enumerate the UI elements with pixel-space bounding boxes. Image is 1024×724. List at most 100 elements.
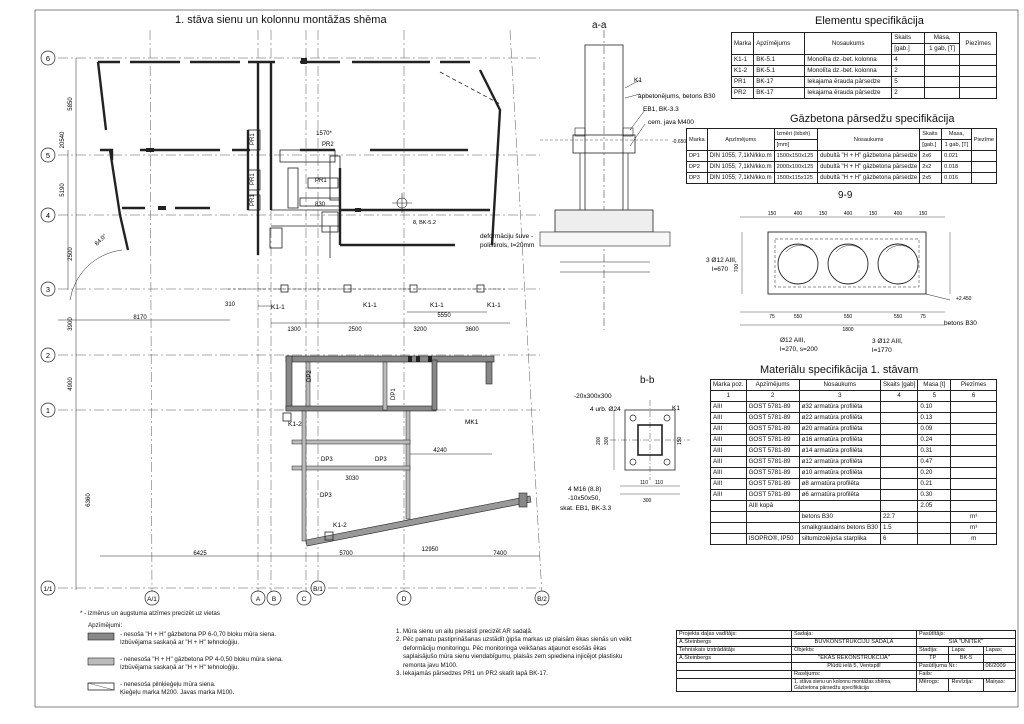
bb-bolts: 4 M16 (8.8) bbox=[568, 486, 601, 493]
col-axis-labels: A/1 A B C B/1 D B/2 bbox=[147, 586, 547, 603]
cell: 0.47 bbox=[917, 456, 952, 468]
cell: 5 bbox=[917, 390, 952, 402]
cell bbox=[950, 423, 997, 435]
cell: dubultā "H + H" gāzbetona pārsedze bbox=[817, 161, 921, 173]
cell: 2000x100x125 bbox=[773, 161, 819, 173]
cell: GOST 5781-89 bbox=[745, 423, 800, 435]
cell bbox=[710, 511, 747, 523]
lintel-labels: DP3 DP3 DP3 DP2 DP1 PR2 PR1 PR1 PR1 PR1 bbox=[250, 133, 397, 499]
tb-value: BŪVKONSTRUKCIJU SADAĻA bbox=[791, 638, 917, 647]
cell bbox=[950, 434, 997, 446]
cell: 0.30 bbox=[917, 489, 952, 501]
cell bbox=[970, 172, 998, 184]
tb-value: 1. stāva sienu un kolonnu montāžas shēma… bbox=[791, 678, 917, 692]
cell: Iekajama ērauda pārsedze bbox=[804, 87, 893, 99]
label-dp3: DP3 bbox=[375, 457, 387, 463]
tb-value: Plūdū ielā 5, Ventspilī bbox=[791, 662, 917, 671]
note-line: remonta javu M100. bbox=[403, 661, 458, 669]
cell bbox=[879, 445, 919, 457]
cell: ø8 armatūra profilēta bbox=[798, 478, 881, 490]
cell: GOST 5781-89 bbox=[745, 445, 800, 457]
column-k1-1 bbox=[280, 284, 289, 293]
label-bk52: 8, BK-5.2 bbox=[413, 220, 436, 226]
tb-label: Rasējums: bbox=[791, 670, 917, 679]
th: Apzīmējums bbox=[745, 379, 800, 391]
section-bb bbox=[610, 400, 690, 495]
cell bbox=[879, 434, 919, 446]
cell: GOST 5781-89 bbox=[745, 401, 800, 413]
99-right: betons B30 bbox=[944, 320, 977, 327]
axis-label-col: A bbox=[256, 596, 261, 603]
cell bbox=[959, 87, 997, 99]
tb-value: SIA "UNITEK" bbox=[916, 638, 1016, 647]
dim-text: 8170 bbox=[133, 315, 147, 321]
cell bbox=[879, 456, 919, 468]
cell: 2x6 bbox=[919, 150, 943, 162]
bb-dim: 110 bbox=[640, 480, 648, 486]
sheet-frame bbox=[34, 9, 1019, 708]
cell: DP2 bbox=[686, 161, 708, 173]
cell bbox=[879, 401, 919, 413]
dimension-texts: 1300 2500 3200 3600 5550 8170 310 6425 5… bbox=[60, 97, 507, 557]
th: Skaits [gab] bbox=[879, 379, 919, 391]
cell bbox=[924, 54, 961, 66]
legend-line: - nenesoša pilnķieģeļu mūra siena. bbox=[120, 681, 216, 688]
legend-heading: Apzīmējumi: bbox=[88, 622, 123, 629]
th: Masa [t] bbox=[917, 379, 952, 391]
label-pr2: PR2 bbox=[322, 142, 334, 148]
cell: 2x5 bbox=[919, 172, 943, 184]
dim-text: 5190 bbox=[60, 183, 66, 197]
cell: 1500x150x125 bbox=[773, 150, 819, 162]
cell bbox=[745, 511, 800, 523]
section-bb-title: b-b bbox=[640, 375, 655, 386]
th: Piezīmes bbox=[959, 32, 997, 55]
cell bbox=[950, 478, 997, 490]
gazbetona-table: Marka Apzīmējums Izmēri (lxbxh) Nosaukum… bbox=[686, 128, 998, 184]
axis-label-row: 4 bbox=[46, 211, 50, 220]
aa-eb1: EB1, BK-3.3 bbox=[643, 106, 679, 113]
cell: AIII bbox=[710, 423, 747, 435]
bb-dim: 300 bbox=[643, 498, 652, 504]
cell bbox=[970, 161, 998, 173]
cell: siltumizolējoša starplika bbox=[798, 533, 881, 545]
dim-99: 400 bbox=[794, 211, 803, 217]
axis-label-col: B/1 bbox=[313, 586, 323, 593]
cell: BK-17 bbox=[753, 76, 806, 88]
note-line: 3. Iekajamās pārsedzes PR1 un PR2 skatīt… bbox=[396, 670, 549, 678]
cell: Monolīta dz.-bet. kolonna bbox=[804, 65, 893, 77]
section-99 bbox=[740, 216, 951, 326]
dim-text: 6425 bbox=[193, 551, 207, 557]
cell: GOST 5781-89 bbox=[745, 478, 800, 490]
th: Nosaukums bbox=[804, 32, 893, 55]
section-aa-labels: K1 apbetonējums, betons B30 EB1, BK-3.3 … bbox=[634, 77, 716, 145]
section-99-labels: 3 Ø12 AIII, l=670 Ø12 AIII, l=270, s=200… bbox=[706, 257, 977, 354]
cell bbox=[879, 489, 919, 501]
dim-99: 75 bbox=[769, 314, 775, 320]
cell: m³ bbox=[950, 511, 997, 523]
aa-k1: K1 bbox=[634, 77, 642, 84]
dim-text: 3900 bbox=[68, 317, 74, 331]
column-k1-2 bbox=[282, 412, 292, 422]
99-bot2: l=270, s=200 bbox=[780, 346, 818, 353]
th-sub: 1 gab, [T] bbox=[924, 43, 961, 55]
cell: AIII bbox=[710, 434, 747, 446]
cell bbox=[959, 76, 997, 88]
cell bbox=[950, 401, 997, 413]
cell: ISOPRO®, IP50 bbox=[745, 533, 800, 545]
dim-text: 3600 bbox=[465, 327, 479, 333]
tb-label: Maiņas: bbox=[982, 678, 1016, 692]
aa-level: -0.650 bbox=[672, 139, 686, 145]
th: Marka poz. bbox=[710, 379, 747, 391]
tb-label: Tehniskais izstrādātājs bbox=[676, 646, 792, 655]
cell: 2 bbox=[891, 65, 926, 77]
label-dp1: DP1 bbox=[391, 388, 397, 400]
cell: BK-5.1 bbox=[753, 54, 806, 66]
label-pr1: PR1 bbox=[250, 173, 256, 185]
axis-label-col: C bbox=[302, 596, 307, 603]
tb-label: Sadaļa: bbox=[791, 630, 917, 639]
legend-line: Ķieģeļu marka M200. Javas marka M100. bbox=[120, 689, 235, 697]
